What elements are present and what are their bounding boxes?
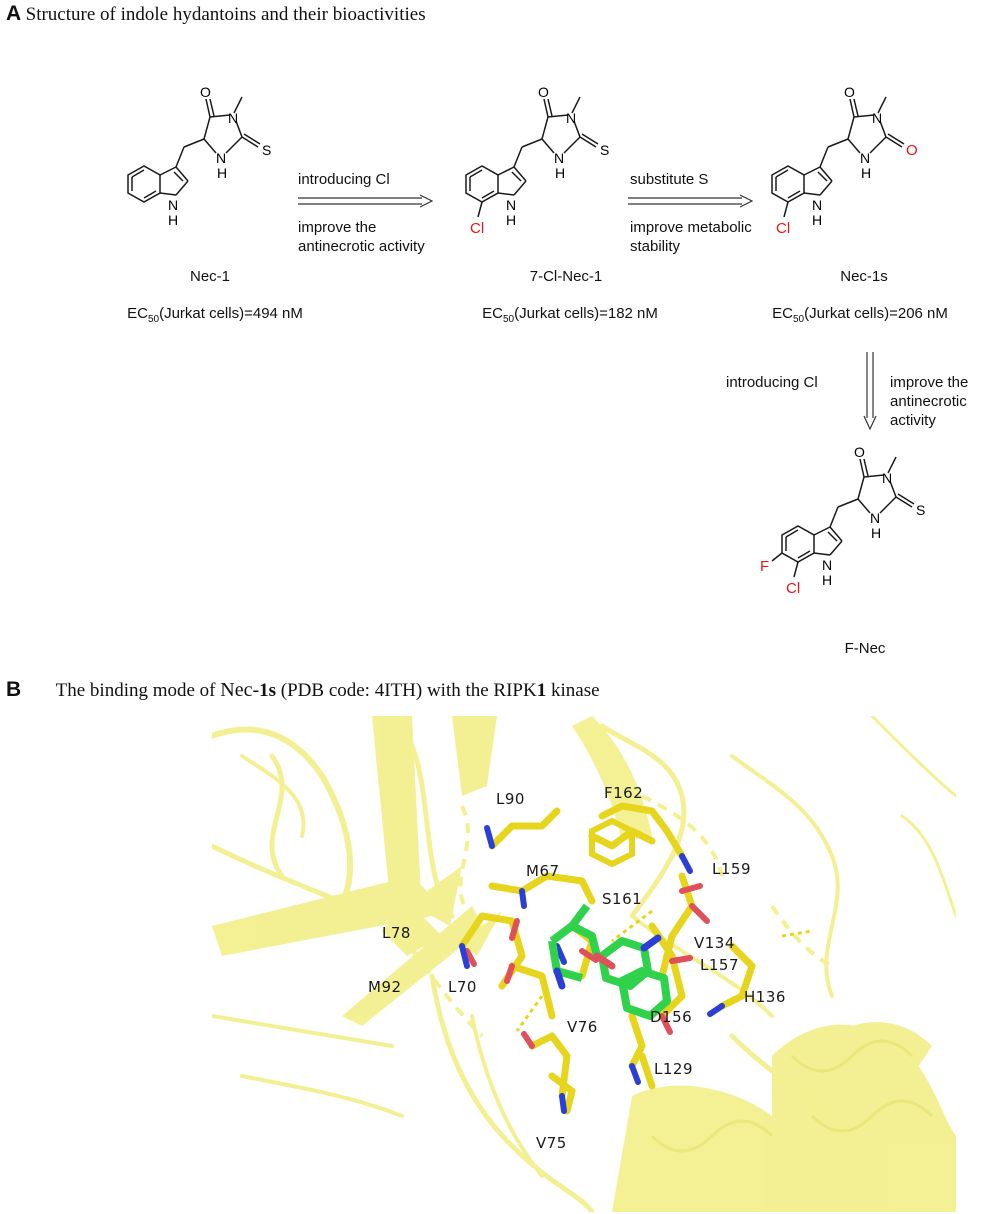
svg-text:Cl: Cl (786, 580, 800, 597)
svg-text:H: H (861, 165, 871, 181)
svg-text:O: O (538, 85, 549, 100)
svg-text:H: H (871, 525, 881, 541)
svg-text:H: H (555, 165, 565, 181)
svg-text:S: S (600, 142, 609, 158)
panel-a-letter: A (6, 2, 22, 25)
residue-label: F162 (604, 784, 644, 802)
residue-label: M92 (368, 978, 402, 996)
svg-text:N: N (822, 557, 832, 573)
oxygen-atom-highlight: O (906, 142, 918, 159)
compound-name: Nec-1 (189, 268, 230, 285)
residue-label: L129 (654, 1060, 693, 1078)
ribbon-structure (212, 716, 956, 1212)
ec50-value: EC50(Jurkat cells)=206 nM (772, 305, 948, 325)
nec1-structure: O N N H S N H (127, 85, 271, 228)
svg-text:N: N (882, 470, 892, 486)
arrow-2-bottom-label: improve metabolic stability (630, 219, 752, 255)
svg-text:S: S (262, 142, 271, 158)
svg-text:Cl: Cl (776, 220, 790, 237)
nec1s-structure: O N N H O N H Cl (771, 85, 918, 237)
reaction-arrow-right (298, 194, 434, 208)
svg-text:H: H (812, 212, 822, 228)
svg-text:N: N (870, 510, 880, 526)
chlorine-atom: Cl (470, 220, 484, 237)
arrow-2-top-label: substitute S (630, 171, 709, 188)
svg-text:N: N (872, 110, 882, 126)
arrow-3-left-label: introducing Cl (726, 374, 818, 391)
svg-text:N: N (860, 150, 870, 166)
panel-b-title: The binding mode of Nec-1s (PDB code: 4I… (55, 679, 600, 701)
panel-a-title: Structure of indole hydantoins and their… (25, 4, 426, 25)
compound-name: Nec-1s (840, 268, 888, 285)
svg-text:H: H (168, 212, 178, 228)
atom-o: O (200, 85, 211, 100)
svg-text:S: S (916, 502, 925, 518)
svg-text:O: O (854, 445, 865, 460)
residue-label: L157 (700, 956, 739, 974)
svg-text:N: N (812, 197, 822, 213)
residue-label: D156 (650, 1008, 693, 1026)
residue-label: L78 (382, 924, 411, 942)
svg-text:O: O (844, 85, 855, 100)
svg-text:N: N (216, 150, 226, 166)
ec50-value: EC50(Jurkat cells)=182 nM (482, 305, 658, 325)
panel-b-letter: B (6, 678, 22, 701)
arrow-3-right-label: improve the antinecrotic activity (890, 374, 969, 429)
residue-label: M67 (526, 862, 560, 880)
arrow-1-bottom-label: improve the antinecrotic activity (298, 219, 425, 255)
residue-label: L159 (712, 860, 751, 878)
svg-text:N: N (228, 110, 238, 126)
svg-text:N: N (554, 150, 564, 166)
panel-b-heading: B The binding mode of Nec-1s (PDB code: … (6, 678, 600, 702)
svg-text:N: N (506, 197, 516, 213)
f-nec-structure: O N N H S N H Cl F (760, 445, 925, 597)
compound-name: F-Nec (844, 640, 886, 657)
panel-a-heading: A Structure of indole hydantoins and the… (6, 2, 426, 26)
residue-label: V75 (536, 1134, 567, 1152)
residue-label: L70 (448, 978, 477, 996)
residue-label: V134 (694, 934, 735, 952)
svg-text:H: H (822, 572, 832, 588)
7-cl-nec1-structure: O N N H S N H Cl (465, 85, 609, 237)
compound-name: 7-Cl-Nec-1 (529, 268, 603, 285)
svg-text:H: H (506, 212, 516, 228)
reaction-arrow-down (863, 352, 877, 431)
arrow-1-top-label: introducing Cl (298, 171, 390, 188)
svg-text:N: N (168, 197, 178, 213)
svg-text:N: N (566, 110, 576, 126)
protein-binding-render: L90 F162 M67 L159 S161 L78 V134 L157 M92… (212, 716, 956, 1212)
reaction-arrow-right (628, 194, 754, 208)
svg-text:H: H (217, 165, 227, 181)
residue-label: L90 (496, 790, 525, 808)
fluorine-atom: F (760, 558, 769, 575)
residue-label: S161 (602, 890, 643, 908)
residue-label: V76 (567, 1018, 598, 1036)
ec50-value: EC50(Jurkat cells)=494 nM (127, 305, 303, 325)
residue-label: H136 (744, 988, 786, 1006)
